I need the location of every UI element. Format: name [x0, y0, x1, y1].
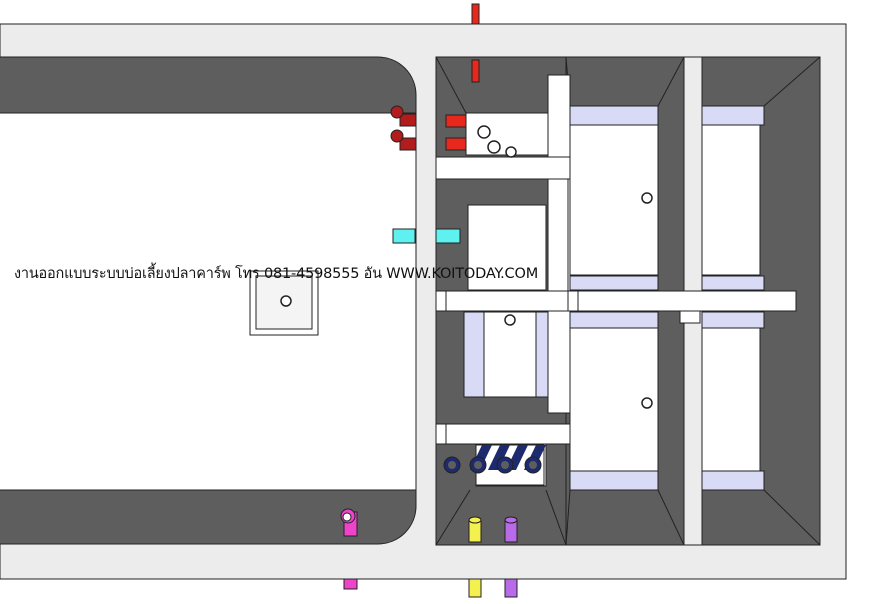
cyan-pipes — [392, 228, 461, 244]
outlet-holes — [477, 125, 517, 326]
magenta-pipe — [340, 508, 358, 590]
bottom-drain-box — [249, 270, 319, 336]
red-pipes — [390, 3, 480, 151]
main-pond-water — [0, 112, 417, 491]
yellow-violet-pipes — [468, 516, 518, 598]
flow-partitions — [435, 74, 797, 445]
watermark-caption: งานออกแบบระบบบ่อเลี้ยงปลาคาร์พ โทร 081-4… — [14, 266, 539, 282]
navy-pipe-ends — [443, 456, 542, 474]
